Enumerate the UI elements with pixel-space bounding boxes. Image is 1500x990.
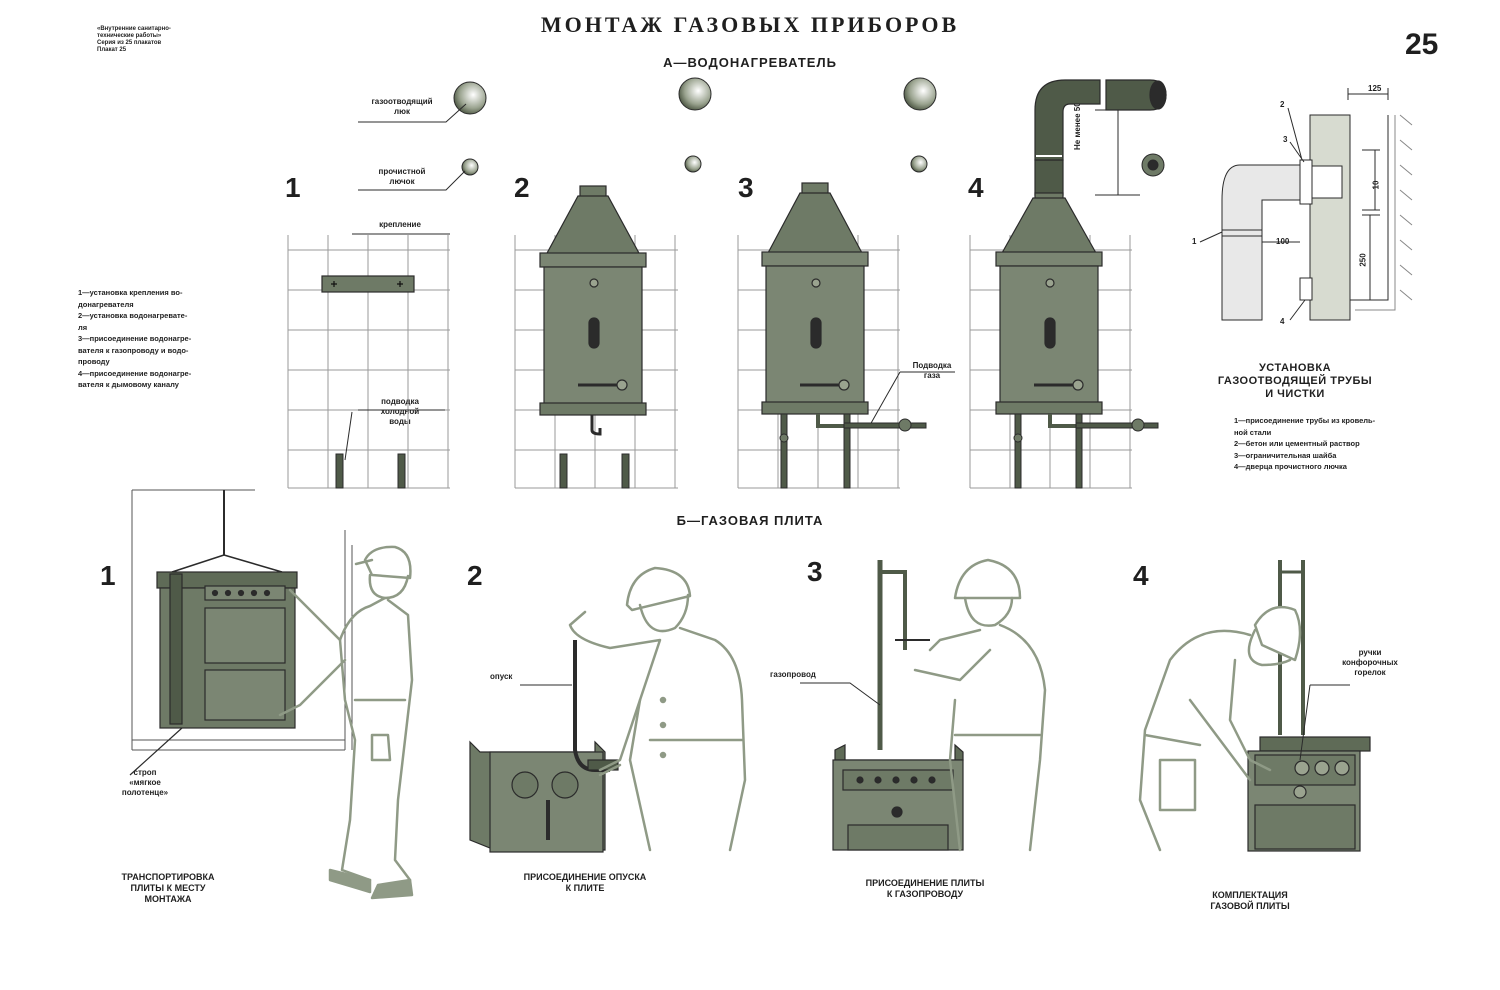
pipe-detail-title: УСТАНОВКА ГАЗООТВОДЯЩЕЙ ТРУБЫ И ЧИСТКИ <box>1217 362 1373 400</box>
dim-125: 125 <box>1368 84 1382 93</box>
b3-worker <box>913 558 1047 852</box>
sling-label: строп «мягкое полотенце» <box>121 768 169 797</box>
b1-worker <box>278 545 414 900</box>
connection-pipes-4 <box>1013 413 1159 489</box>
cold-water-label: подводка холодной воды <box>380 397 420 426</box>
step-a4-number: 4 <box>968 172 984 203</box>
flue-cap <box>1141 153 1165 177</box>
water-heater-4 <box>995 192 1103 415</box>
b2-stove <box>469 640 619 853</box>
drop-label: опуск <box>490 672 513 681</box>
connection-pipes-3 <box>779 413 927 489</box>
water-heater-3 <box>761 182 869 415</box>
series-line: технические работы» <box>97 33 162 39</box>
b1-doorway <box>131 489 353 751</box>
step-b3-number: 3 <box>807 556 823 587</box>
callout-1: 1 <box>1192 237 1197 246</box>
step-a2-number: 2 <box>514 172 530 203</box>
hatch-icons <box>453 77 937 176</box>
b3-stove <box>800 560 964 851</box>
series-note: «Внутренние санитарно- технические работ… <box>97 26 217 54</box>
mount-label: крепление <box>379 220 421 229</box>
caption-b4: КОМПЛЕКТАЦИЯ ГАЗОВОЙ ПЛИТЫ <box>1210 890 1290 911</box>
tile-grid-1 <box>287 235 450 489</box>
section-b-title: Б—ГАЗОВАЯ ПЛИТА <box>676 513 824 528</box>
callout-2: 2 <box>1280 100 1285 109</box>
knobs-label: ручки конфорочных горелок <box>1342 648 1398 677</box>
step-a1-number: 1 <box>285 172 301 203</box>
clean-hatch-label: прочистной лючок <box>378 167 426 186</box>
series-line: Плакат 25 <box>97 47 127 53</box>
section-a-legend: 1—установка крепления во- донагревателя … <box>78 288 192 389</box>
gas-pipe-label: газопровод <box>770 670 816 679</box>
b4-worker <box>1138 605 1302 852</box>
step-b2-number: 2 <box>467 560 483 591</box>
caption-b1: ТРАНСПОРТИРОВКА ПЛИТЫ К МЕСТУ МОНТАЖА <box>121 872 215 904</box>
cold-water-pipes-2 <box>559 453 630 489</box>
step-b1-number: 1 <box>100 560 116 591</box>
gas-supply-label: Подводка газа <box>912 361 952 380</box>
pipe-detail-drawing <box>1199 88 1413 321</box>
callout-3: 3 <box>1283 135 1288 144</box>
flue-hatch-label: газоотводящий люк <box>371 97 433 116</box>
step-b4-number: 4 <box>1133 560 1149 591</box>
mount-bracket <box>321 275 415 293</box>
b1-stove <box>129 490 298 776</box>
flue-pipe <box>1034 79 1167 196</box>
caption-b3: ПРИСОЕДИНЕНИЕ ПЛИТЫ К ГАЗОПРОВОДУ <box>865 878 985 899</box>
series-line: «Внутренние санитарно- <box>97 26 171 32</box>
step-a3-number: 3 <box>738 172 754 203</box>
callout-4: 4 <box>1280 317 1285 326</box>
water-heater-2 <box>539 185 647 436</box>
caption-b2: ПРИСОЕДИНЕНИЕ ОПУСКА К ПЛИТЕ <box>523 872 647 893</box>
section-a-title: А—ВОДОНАГРЕВАТЕЛЬ <box>663 55 837 70</box>
poster-title: МОНТАЖ ГАЗОВЫХ ПРИБОРОВ <box>540 12 960 37</box>
pipe-detail-legend: 1—присоединение трубы из кровель- ной ст… <box>1234 416 1376 471</box>
poster-number: 25 <box>1405 28 1439 61</box>
cold-water-pipes-1 <box>335 453 406 489</box>
series-line: Серия из 25 плакатов <box>97 40 162 46</box>
b2-worker <box>568 566 747 852</box>
b4-stove <box>1247 560 1371 852</box>
